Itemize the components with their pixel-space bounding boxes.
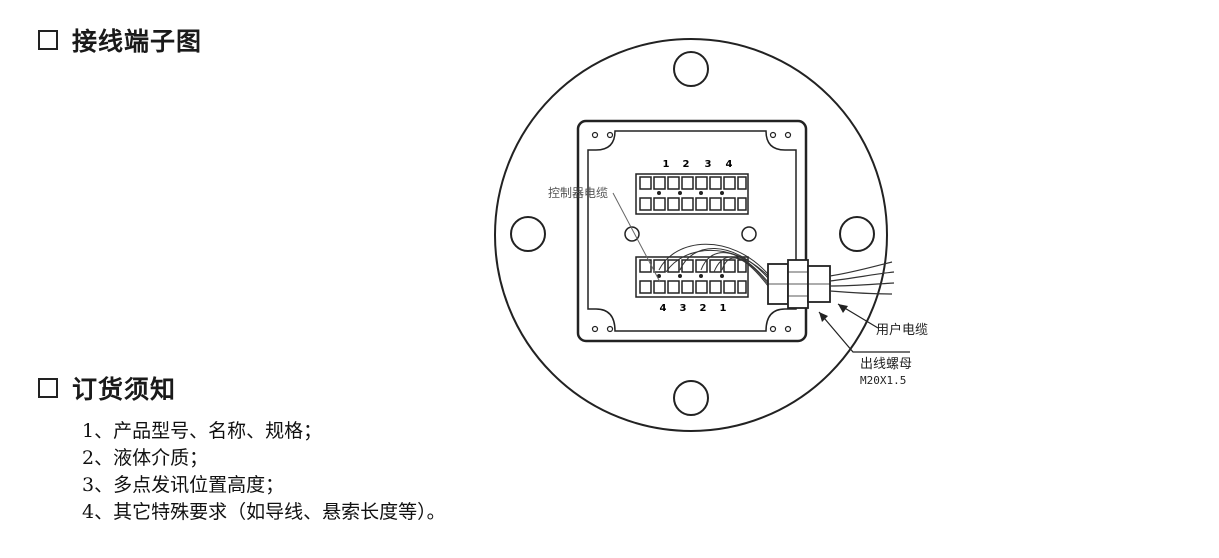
ordering-note-item: 1、产品型号、名称、规格； bbox=[82, 420, 323, 442]
top-terminal-number: 3 bbox=[705, 159, 712, 170]
corner-screw-icon bbox=[784, 325, 792, 333]
arrow-icon bbox=[819, 312, 828, 322]
terminal-diagram-heading: 接线端子图 bbox=[38, 22, 202, 58]
ordering-notes-heading: 订货须知 bbox=[38, 370, 176, 406]
ordering-note-item: 4、其它特殊要求（如导线、悬索长度等）。 bbox=[82, 501, 446, 523]
inner-hole bbox=[741, 226, 757, 242]
top-terminal-number: 4 bbox=[726, 159, 733, 170]
corner-screw-icon bbox=[769, 131, 777, 139]
bottom-terminal-number: 1 bbox=[720, 303, 727, 314]
checkbox-square-icon bbox=[38, 30, 58, 50]
mounting-hole-right bbox=[839, 216, 875, 252]
controller-cable-label: 控制器电缆 bbox=[548, 186, 608, 200]
terminal-diagram-title: 接线端子图 bbox=[72, 27, 203, 56]
corner-screw-icon bbox=[591, 131, 599, 139]
corner-screw-icon bbox=[606, 325, 614, 333]
top-terminal-number: 1 bbox=[663, 159, 670, 170]
cable-gland bbox=[767, 259, 831, 309]
mounting-hole-bottom bbox=[673, 380, 709, 416]
corner-screw-icon bbox=[769, 325, 777, 333]
ordering-note-item: 2、液体介质； bbox=[82, 447, 209, 469]
bottom-terminal-number: 4 bbox=[660, 303, 667, 314]
controller-cable-leader bbox=[612, 192, 661, 283]
cable-nut-leader bbox=[818, 311, 910, 353]
terminal-wiring-diagram: 1 2 3 4 4 3 2 1 bbox=[494, 38, 928, 432]
ordering-notes-title: 订货须知 bbox=[72, 375, 177, 404]
corner-screw-icon bbox=[591, 325, 599, 333]
bottom-terminal-block: 4 3 2 1 bbox=[635, 256, 749, 314]
corner-screw-icon bbox=[784, 131, 792, 139]
top-terminal-number: 2 bbox=[683, 159, 690, 170]
mounting-flange bbox=[494, 38, 888, 432]
corner-screw-icon bbox=[606, 131, 614, 139]
checkbox-square-icon bbox=[38, 378, 58, 398]
bottom-terminal-number: 3 bbox=[680, 303, 687, 314]
user-cable-wires bbox=[829, 261, 895, 295]
ordering-notes-list: 1、产品型号、名称、规格； 2、液体介质； 3、多点发讯位置高度； 4、其它特殊… bbox=[82, 418, 446, 526]
bottom-terminal-number: 2 bbox=[700, 303, 707, 314]
top-terminal-block: 1 2 3 4 bbox=[635, 159, 749, 215]
junction-box bbox=[576, 119, 808, 343]
user-cable-label: 用户电缆 bbox=[876, 322, 928, 338]
mounting-hole-left bbox=[510, 216, 546, 252]
internal-wires bbox=[658, 243, 769, 287]
cable-nut-spec: M20X1.5 bbox=[860, 374, 906, 387]
arrow-icon bbox=[838, 304, 848, 313]
ordering-note-item: 3、多点发讯位置高度； bbox=[82, 474, 285, 496]
mounting-hole-top bbox=[673, 51, 709, 87]
cable-nut-label: 出线螺母 bbox=[860, 357, 912, 372]
inner-hole bbox=[624, 226, 640, 242]
